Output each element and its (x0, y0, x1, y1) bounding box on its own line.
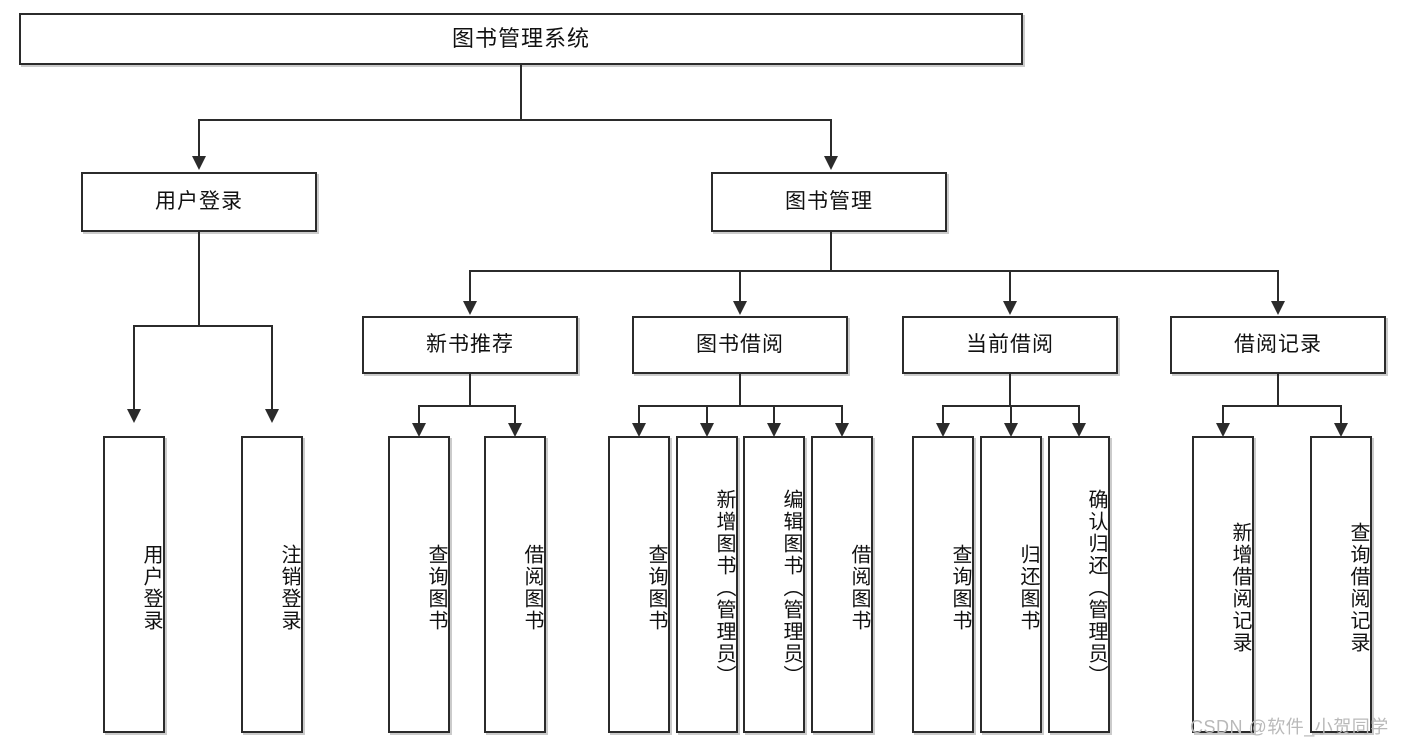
node-label: 用户登录 (140, 543, 162, 632)
node-label: 查询图书 (645, 543, 667, 632)
node-label: 查询图书 (949, 543, 971, 632)
leaf-book-borrow-borrow-book[interactable]: 借阅图书 (811, 436, 873, 733)
arrow-new-book-leaf-2-icon (508, 423, 522, 437)
node-label: 借阅记录 (1234, 333, 1322, 357)
edge-current-borrow-to-leaf-3 (1078, 405, 1080, 427)
edge-book-borrow-to-leaf-1 (638, 405, 640, 427)
node-label: 借阅图书 (521, 543, 543, 632)
csdn-watermark: CSDN @软件_小贺同学 (1190, 717, 1389, 737)
leaf-borrow-record-add-record[interactable]: 新增借阅记录 (1192, 436, 1254, 733)
arrow-book-borrow-leaf-2-icon (700, 423, 714, 437)
edge-to-book-borrow (739, 270, 741, 303)
edge-book-manage-stem (830, 232, 832, 272)
node-book-manage[interactable]: 图书管理 (711, 172, 947, 232)
node-label: 新书推荐 (426, 333, 514, 357)
node-root-system[interactable]: 图书管理系统 (19, 13, 1023, 65)
edge-root-to-user-login (198, 119, 200, 158)
edge-borrow-record-to-leaf-1 (1222, 405, 1224, 427)
arrow-to-leaf-logout-icon (265, 409, 279, 423)
node-label: 归还图书 (1017, 543, 1039, 632)
edge-user-login-bus (133, 325, 273, 327)
arrow-current-borrow-leaf-2-icon (1004, 423, 1018, 437)
leaf-new-book-borrow-book[interactable]: 借阅图书 (484, 436, 546, 733)
edge-borrow-record-bus (1222, 405, 1341, 407)
edge-root-to-book-manage (830, 119, 832, 158)
leaf-current-borrow-return-book[interactable]: 归还图书 (980, 436, 1042, 733)
edge-current-borrow-stem (1009, 374, 1011, 407)
node-label: 图书管理 (785, 190, 873, 214)
leaf-book-borrow-edit-book-admin[interactable]: 编辑图书（管理员） (743, 436, 805, 733)
edge-book-manage-bus (469, 270, 1279, 272)
edge-book-borrow-to-leaf-3 (773, 405, 775, 427)
node-label: 新增借阅记录 (1229, 521, 1251, 654)
node-book-borrow[interactable]: 图书借阅 (632, 316, 848, 374)
edge-current-borrow-to-leaf-1 (942, 405, 944, 427)
node-label: 确认归还（管理员） (1085, 488, 1107, 687)
node-label: 图书借阅 (696, 333, 784, 357)
edge-root-stem (520, 65, 522, 120)
arrow-borrow-record-leaf-2-icon (1334, 423, 1348, 437)
arrow-current-borrow-leaf-3-icon (1072, 423, 1086, 437)
arrow-to-new-book-icon (463, 301, 477, 315)
leaf-book-borrow-add-book-admin[interactable]: 新增图书（管理员） (676, 436, 738, 733)
edge-book-borrow-to-leaf-4 (841, 405, 843, 427)
arrow-to-book-borrow-icon (733, 301, 747, 315)
edge-new-book-to-leaf-2 (514, 405, 516, 427)
node-label: 查询借阅记录 (1347, 521, 1369, 654)
edge-user-login-stem (198, 232, 200, 327)
edge-borrow-record-to-leaf-2 (1340, 405, 1342, 427)
edge-to-current-borrow (1009, 270, 1011, 303)
arrow-book-borrow-leaf-4-icon (835, 423, 849, 437)
arrow-borrow-record-leaf-1-icon (1216, 423, 1230, 437)
node-label: 编辑图书（管理员） (780, 488, 802, 687)
edge-to-borrow-record (1277, 270, 1279, 303)
leaf-borrow-record-query-record[interactable]: 查询借阅记录 (1310, 436, 1372, 733)
edge-new-book-to-leaf-1 (418, 405, 420, 427)
edge-new-book-bus (418, 405, 516, 407)
leaf-user-login-logout[interactable]: 注销登录 (241, 436, 303, 733)
node-label: 注销登录 (278, 543, 300, 632)
node-label: 用户登录 (155, 190, 243, 214)
arrow-to-current-borrow-icon (1003, 301, 1017, 315)
leaf-user-login-login[interactable]: 用户登录 (103, 436, 165, 733)
leaf-book-borrow-query-book[interactable]: 查询图书 (608, 436, 670, 733)
leaf-current-borrow-query-book[interactable]: 查询图书 (912, 436, 974, 733)
node-current-borrow[interactable]: 当前借阅 (902, 316, 1118, 374)
edge-user-login-to-leaf-2 (271, 325, 273, 411)
arrow-to-book-manage-icon (824, 156, 838, 170)
arrow-current-borrow-leaf-1-icon (936, 423, 950, 437)
edge-book-borrow-stem (739, 374, 741, 407)
edge-new-book-stem (469, 374, 471, 407)
edge-borrow-record-stem (1277, 374, 1279, 407)
node-label: 新增图书（管理员） (713, 488, 735, 687)
node-label: 借阅图书 (848, 543, 870, 632)
leaf-new-book-query-book[interactable]: 查询图书 (388, 436, 450, 733)
arrow-book-borrow-leaf-1-icon (632, 423, 646, 437)
edge-book-borrow-to-leaf-2 (706, 405, 708, 427)
edge-user-login-to-leaf-1 (133, 325, 135, 411)
edge-root-bus (198, 119, 832, 121)
node-user-login[interactable]: 用户登录 (81, 172, 317, 232)
edge-to-new-book (469, 270, 471, 303)
edge-book-borrow-bus (638, 405, 843, 407)
node-label: 查询图书 (425, 543, 447, 632)
arrow-to-borrow-record-icon (1271, 301, 1285, 315)
node-borrow-record[interactable]: 借阅记录 (1170, 316, 1386, 374)
arrow-to-user-login-icon (192, 156, 206, 170)
node-label: 图书管理系统 (451, 25, 590, 51)
edge-current-borrow-to-leaf-2 (1010, 405, 1012, 427)
node-label: 当前借阅 (966, 333, 1054, 357)
arrow-to-leaf-user-login-icon (127, 409, 141, 423)
arrow-new-book-leaf-1-icon (412, 423, 426, 437)
node-new-book-recommend[interactable]: 新书推荐 (362, 316, 578, 374)
arrow-book-borrow-leaf-3-icon (767, 423, 781, 437)
leaf-current-borrow-confirm-return-admin[interactable]: 确认归还（管理员） (1048, 436, 1110, 733)
